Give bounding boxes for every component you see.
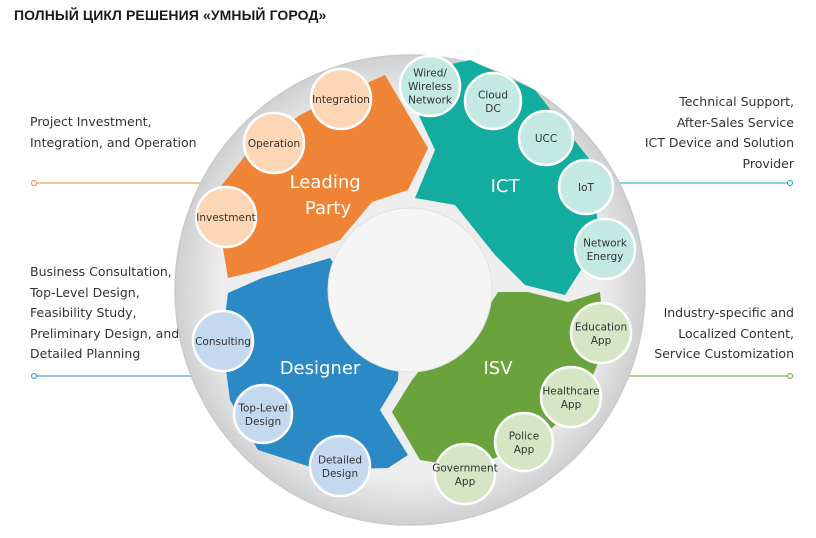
center-hub — [327, 207, 493, 373]
segment-label-leading-party: Leading Party — [290, 172, 367, 219]
callout-leading-party-line: Project Investment, — [30, 114, 152, 129]
bubble-circle — [309, 67, 373, 131]
bubble-circle — [557, 158, 615, 216]
bubble-label: Integration — [312, 94, 370, 106]
segment-label-designer: Designer — [280, 358, 361, 379]
segment-leading-party — [214, 75, 428, 278]
bubble-iot: IoT — [557, 158, 615, 216]
bubble-circle — [569, 301, 633, 365]
segment-label-ict: ICT — [491, 176, 521, 197]
bubble-circle — [191, 309, 255, 373]
bubble-label: Consulting — [195, 336, 251, 348]
callout-designer: Business Consultation, Top-Level Design, F… — [30, 262, 179, 365]
bubble-label: UCC — [535, 133, 557, 145]
bubble-consulting: Consulting — [191, 309, 255, 373]
callout-leading-party: Project Investment, Integration, and Oper… — [30, 112, 197, 153]
callout-leading-party-line: Integration, and Operation — [30, 134, 197, 150]
bubble-circle — [433, 442, 497, 506]
callout-isv-line: Service Customization — [654, 346, 794, 361]
bubble-investment: Investment — [194, 185, 258, 249]
bubble-ucc: UCC — [517, 109, 575, 167]
segment-isv — [392, 292, 605, 468]
callout-designer-line: Detailed Planning — [30, 346, 141, 361]
callout-designer-line: Feasibility Study, — [30, 305, 137, 320]
bubble-circle — [539, 365, 603, 429]
callout-designer-line: Business Consultation, — [30, 264, 172, 279]
bubble-circle — [573, 217, 637, 281]
callout-designer-line: Preliminary Design, and — [30, 325, 180, 341]
callout-ict-line: ICT Device and Solution — [644, 135, 794, 150]
bubble-label: Operation — [248, 138, 300, 150]
bubble-circle — [398, 54, 462, 118]
callout-ict-line: Technical Support, — [679, 94, 794, 109]
bubble-circle — [194, 185, 258, 249]
bubble-circle — [463, 71, 523, 131]
page-title: ПОЛНЫЙ ЦИКЛ РЕШЕНИЯ «УМНЫЙ ГОРОД» — [14, 7, 327, 23]
callout-ict-line: Provider — [742, 155, 794, 171]
bubble-label: IoT — [578, 182, 595, 194]
bubble-operation: Operation — [242, 111, 306, 175]
segment-label-isv: ISV — [483, 358, 513, 379]
bubble-integration: Integration — [309, 67, 373, 131]
bubble-circle — [493, 411, 555, 473]
bubble-circle — [232, 383, 294, 445]
bubble-circle — [308, 434, 372, 498]
bubble-circle — [242, 111, 306, 175]
bubble-label: Investment — [196, 212, 255, 224]
callout-designer-line: Top-Level Design, — [30, 284, 140, 300]
callout-isv-line: Localized Content, — [678, 325, 794, 341]
callout-ict-line: After-Sales Service — [676, 114, 794, 130]
callout-isv-line: Industry-specific and — [663, 305, 794, 320]
bubble-circle — [517, 109, 575, 167]
